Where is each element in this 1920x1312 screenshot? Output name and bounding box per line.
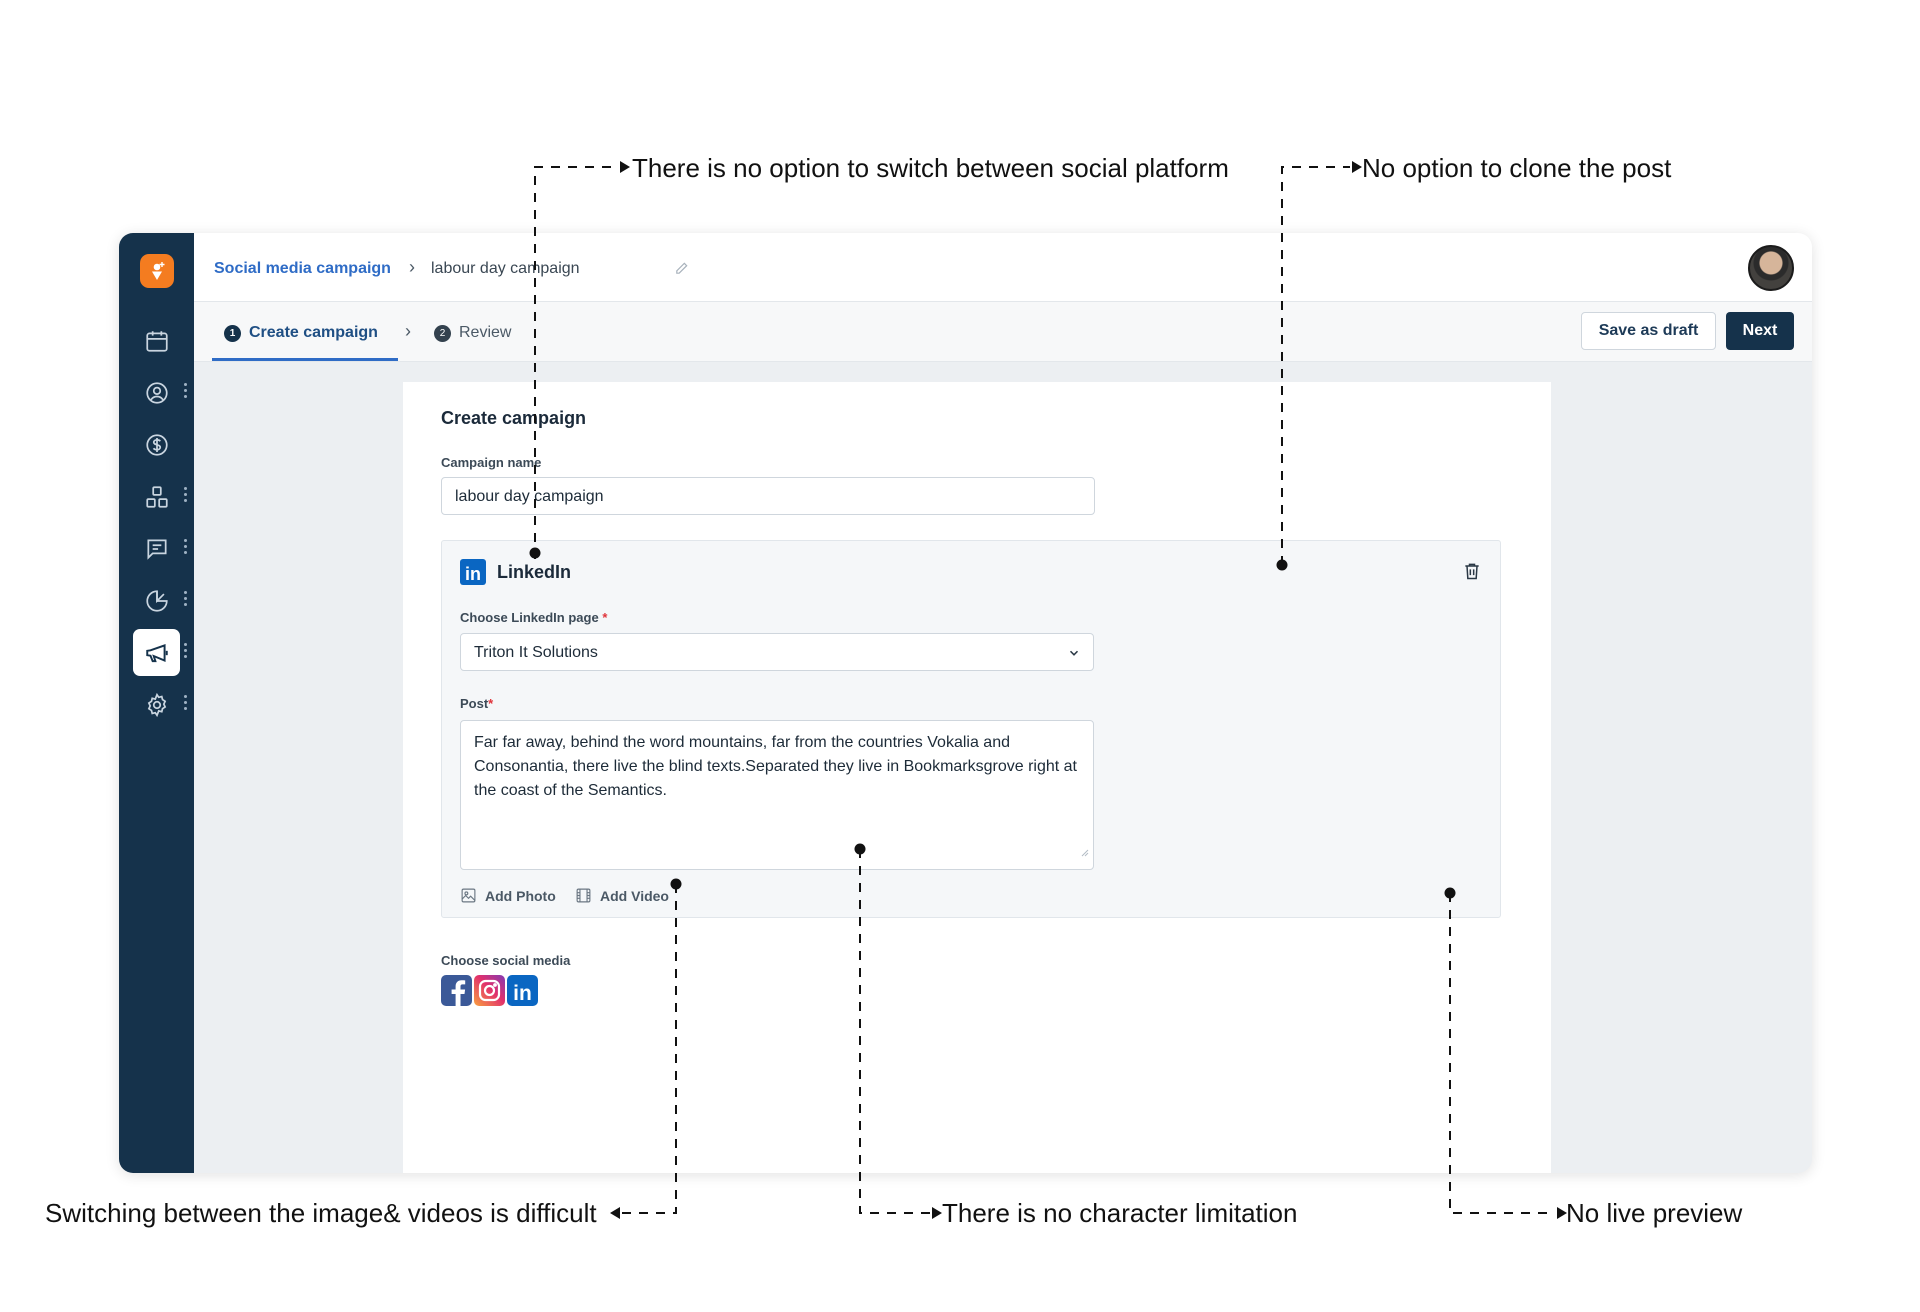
annotation-no-clone: No option to clone the post <box>1362 153 1672 183</box>
step-create-campaign[interactable]: 1 Create campaign <box>224 324 378 342</box>
linkedin-page-select[interactable]: Triton It Solutions <box>460 633 1094 671</box>
campaign-name-label: Campaign name <box>441 455 542 470</box>
logo-icon <box>152 262 165 280</box>
choose-social-media-label: Choose social media <box>441 953 571 968</box>
step-review[interactable]: 2 Review <box>434 324 511 342</box>
user-avatar[interactable] <box>1748 245 1794 291</box>
add-photo-label: Add Photo <box>485 887 556 904</box>
chevron-down-icon <box>1067 646 1081 665</box>
annotation-no-platform-switch: There is no option to switch between soc… <box>632 153 1229 183</box>
campaign-name-input[interactable]: labour day campaign <box>441 477 1095 515</box>
annotation-no-preview: No live preview <box>1566 1198 1743 1228</box>
selected-page-value: Triton It Solutions <box>474 644 598 661</box>
apps-icon <box>145 485 168 508</box>
required-marker: * <box>602 610 608 625</box>
pie-chart-icon <box>145 589 168 612</box>
add-photo-button[interactable]: Add Photo <box>460 887 556 904</box>
breadcrumb-separator: › <box>409 257 415 277</box>
post-label-text: Post <box>460 696 489 711</box>
step-bar: 1 Create campaign › 2 Review Save as dra… <box>194 302 1812 362</box>
arrow-right-icon <box>620 161 630 173</box>
create-campaign-card: Create campaign Campaign name labour day… <box>403 382 1551 1173</box>
sidebar-item-contacts[interactable] <box>133 369 180 416</box>
add-video-button[interactable]: Add Video <box>575 887 669 904</box>
breadcrumb-current: labour day campaign <box>431 260 580 277</box>
instagram-icon[interactable] <box>474 975 505 1006</box>
top-bar: Social media campaign › labour day campa… <box>194 233 1812 302</box>
linkedin-icon: in <box>460 559 486 585</box>
dollar-icon <box>145 433 168 456</box>
sidebar-item-calendar[interactable] <box>133 317 180 364</box>
megaphone-icon <box>145 643 168 662</box>
next-button[interactable]: Next <box>1726 312 1794 350</box>
sidebar-item-billing[interactable] <box>133 421 180 468</box>
contacts-icon <box>145 381 168 404</box>
film-icon <box>576 888 591 903</box>
facebook-icon[interactable] <box>441 975 472 1006</box>
trash-icon[interactable] <box>1462 561 1482 586</box>
sidebar <box>119 233 194 1173</box>
active-step-indicator <box>212 358 398 361</box>
calendar-icon <box>145 330 168 352</box>
annotation-image-video-switch: Switching between the image& videos is d… <box>45 1198 597 1228</box>
sidebar-item-campaigns[interactable] <box>133 629 180 676</box>
linkedin-page-label: Choose LinkedIn page * <box>460 610 607 625</box>
step-label: Review <box>459 324 512 341</box>
image-icon <box>461 888 476 903</box>
post-label: Post* <box>460 696 493 711</box>
sidebar-item-settings[interactable] <box>133 681 180 728</box>
save-as-draft-button[interactable]: Save as draft <box>1581 312 1716 350</box>
sidebar-more-settings[interactable] <box>184 695 188 711</box>
sidebar-more-contacts[interactable] <box>184 383 188 399</box>
linkedin-icon[interactable]: in <box>507 975 538 1006</box>
step-label: Create campaign <box>249 324 378 341</box>
sidebar-item-reports[interactable] <box>133 577 180 624</box>
sidebar-more-messages[interactable] <box>184 539 188 555</box>
post-textarea[interactable]: Far far away, behind the word mountains,… <box>460 720 1094 870</box>
chevron-right-icon: › <box>405 321 411 341</box>
annotation-no-char-limit: There is no character limitation <box>942 1198 1298 1228</box>
chat-icon <box>146 538 167 560</box>
resize-handle-icon[interactable] <box>1079 841 1089 865</box>
linkedin-page-label-text: Choose LinkedIn page <box>460 610 599 625</box>
sidebar-more-reports[interactable] <box>184 591 188 607</box>
app-window: Social media campaign › labour day campa… <box>119 233 1812 1173</box>
settings-icon <box>147 692 166 717</box>
arrow-left-icon <box>610 1207 620 1219</box>
arrow-right-icon <box>932 1207 942 1219</box>
edit-pencil-icon[interactable] <box>674 261 689 281</box>
add-video-label: Add Video <box>600 887 669 904</box>
breadcrumb-parent-link[interactable]: Social media campaign <box>214 260 391 277</box>
step-number: 1 <box>224 324 241 342</box>
linkedin-post-panel: in LinkedIn Choose LinkedIn page * Trito… <box>441 540 1501 918</box>
brand-logo[interactable] <box>140 254 174 288</box>
post-text: Far far away, behind the word mountains,… <box>474 734 1077 799</box>
required-marker: * <box>488 696 494 711</box>
sidebar-item-apps[interactable] <box>133 473 180 520</box>
sidebar-more-campaigns[interactable] <box>184 643 188 659</box>
arrow-right-icon <box>1352 161 1362 173</box>
step-number: 2 <box>434 324 451 342</box>
sidebar-more-apps[interactable] <box>184 487 188 503</box>
platform-title: LinkedIn <box>497 562 572 582</box>
sidebar-item-messages[interactable] <box>133 525 180 572</box>
page-title: Create campaign <box>441 408 587 428</box>
